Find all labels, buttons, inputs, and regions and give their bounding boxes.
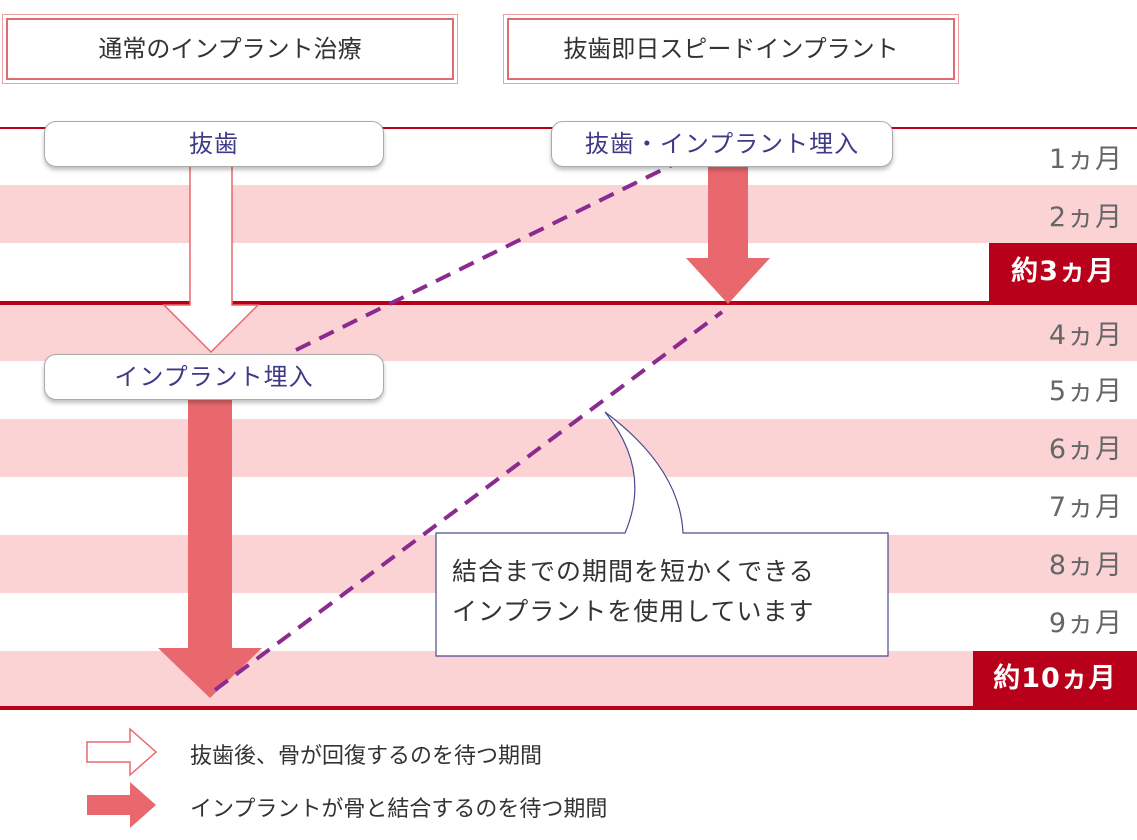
step-implant-placement: インプラント埋入 <box>44 354 384 400</box>
normal-treatment-header: 通常のインプラント治療 <box>6 18 454 80</box>
legend-white-arrow-icon <box>86 727 158 777</box>
step-extraction-and-implant: 抜歯・インプラント埋入 <box>551 121 893 167</box>
month-label-1: 1ヵ月 <box>1048 144 1123 175</box>
comparison-line-start <box>295 163 673 352</box>
bone-recovery-arrow <box>162 164 260 354</box>
month-label-5: 5ヵ月 <box>1048 376 1123 407</box>
month-label-7: 7ヵ月 <box>1048 492 1123 523</box>
speed-implant-header: 抜歯即日スピードインプラント <box>507 18 955 80</box>
bottom-border-line <box>0 706 1137 710</box>
month-label-4: 4ヵ月 <box>1048 320 1123 351</box>
month-label-8: 8ヵ月 <box>1048 550 1123 581</box>
legend-red-arrow-icon <box>87 782 156 828</box>
month-label-9: 9ヵ月 <box>1048 608 1123 639</box>
month-label-approx-10: 約10ヵ月 <box>973 651 1137 706</box>
normal-treatment-title: 通常のインプラント治療 <box>98 35 362 63</box>
callout-line-1: 結合までの期間を短かくできる <box>452 557 815 586</box>
legend-bone-recovery: 抜歯後、骨が回復するのを待つ期間 <box>190 744 543 769</box>
month-label-2: 2ヵ月 <box>1048 202 1123 233</box>
step-extraction: 抜歯 <box>44 121 384 167</box>
step-implant-placement-label: インプラント埋入 <box>114 363 314 391</box>
month-label-6: 6ヵ月 <box>1048 434 1123 465</box>
comparison-line-end <box>213 310 724 692</box>
three-month-divider <box>0 301 1137 305</box>
integration-arrow-normal <box>158 398 262 698</box>
step-extraction-and-implant-label: 抜歯・インプラント埋入 <box>584 130 860 158</box>
month-label-approx-3: 約3ヵ月 <box>989 243 1137 301</box>
callout-line-2: インプラントを使用しています <box>452 597 815 626</box>
integration-arrow-speed <box>686 165 770 304</box>
legend-implant-integration: インプラントが骨と結合するのを待つ期間 <box>190 797 608 822</box>
step-extraction-label: 抜歯 <box>189 130 239 158</box>
speed-implant-title: 抜歯即日スピードインプラント <box>563 35 899 63</box>
callout-text: 結合までの期間を短かくできる インプラントを使用しています <box>452 552 872 632</box>
callout-bubble <box>435 411 889 657</box>
